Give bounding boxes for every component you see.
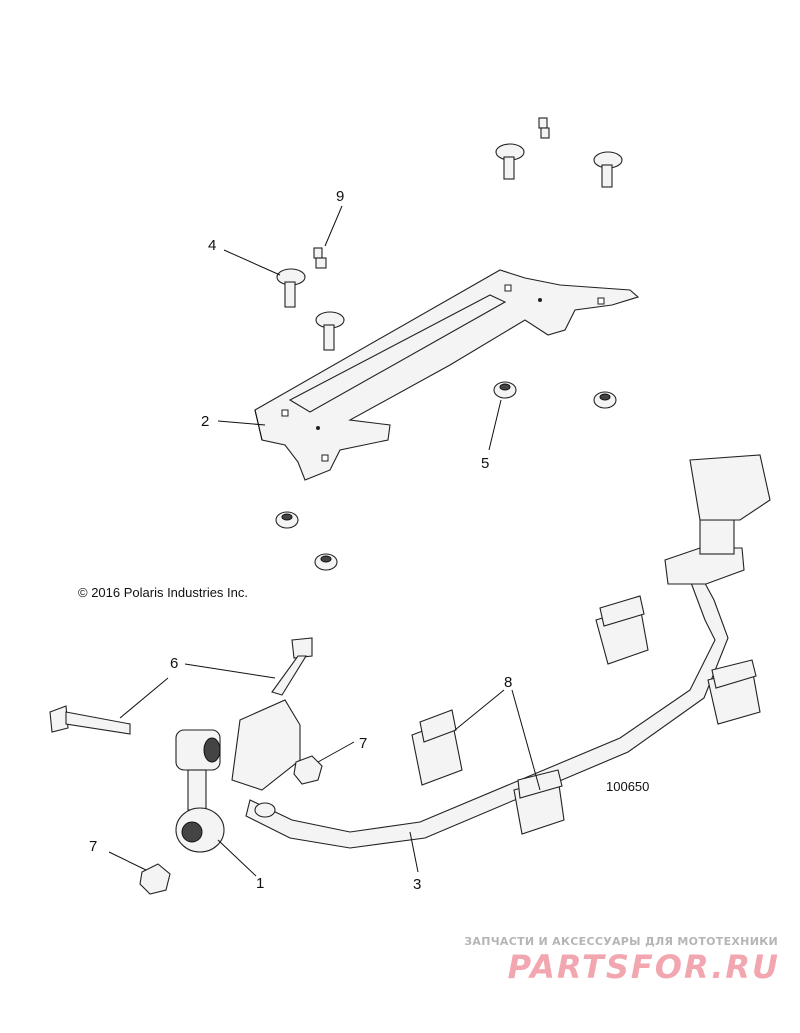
- copyright-notice: © 2016 Polaris Industries Inc.: [78, 585, 248, 600]
- callout-1: 1: [256, 875, 264, 892]
- callout-7-lower: 7: [89, 838, 97, 855]
- hex-nut: [293, 755, 323, 785]
- bushing: [411, 709, 463, 786]
- hex-bolt: [271, 637, 313, 696]
- callout-9: 9: [336, 188, 344, 205]
- callout-5: 5: [481, 455, 489, 472]
- grease-fitting: [538, 117, 550, 139]
- mounting-bracket: [254, 269, 640, 481]
- callout-4: 4: [208, 237, 216, 254]
- hex-nut: [139, 863, 171, 895]
- grease-fitting: [313, 247, 327, 269]
- figure-number: 100650: [606, 779, 650, 794]
- leader-lines: [108, 205, 541, 877]
- watermark-logo: PARTSFOR.RU: [507, 948, 780, 986]
- bushing: [513, 769, 565, 835]
- stabilizer-link: [175, 729, 225, 853]
- flange-nut: [275, 511, 299, 529]
- bushing: [707, 659, 761, 725]
- carriage-bolt: [593, 151, 623, 188]
- carriage-bolt: [495, 143, 525, 180]
- callout-7-upper: 7: [359, 735, 367, 752]
- carriage-bolt: [315, 311, 345, 351]
- carriage-bolt: [276, 268, 306, 308]
- stabilizer-bar: [245, 573, 729, 849]
- callout-8: 8: [504, 674, 512, 691]
- right-link-assembly: [664, 454, 771, 585]
- watermark-tagline: ЗАПЧАСТИ И АКСЕССУАРЫ ДЛЯ МОТОТЕХНИКИ: [464, 935, 778, 948]
- callout-2: 2: [201, 413, 209, 430]
- flange-nut: [314, 553, 338, 571]
- link-bracket: [231, 699, 301, 791]
- bushing: [595, 595, 649, 665]
- flange-nut: [593, 391, 617, 409]
- callout-6: 6: [170, 655, 178, 672]
- flange-nut: [493, 381, 517, 399]
- hex-bolt: [49, 705, 131, 735]
- callout-3: 3: [413, 876, 421, 893]
